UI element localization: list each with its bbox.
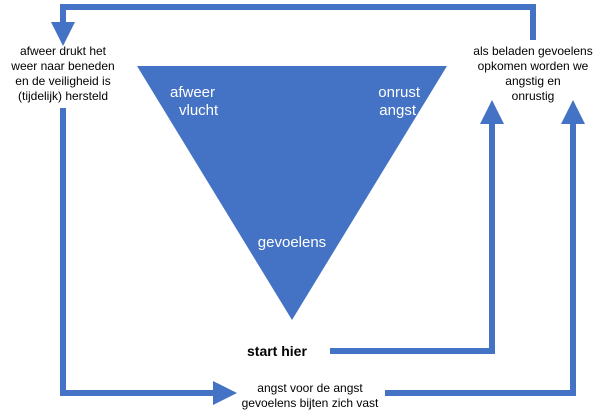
feelings-triangle	[137, 66, 447, 320]
note-right-line-3: angstig en	[505, 74, 561, 88]
note-bottom: angst voor de angst gevoelens bijten zic…	[230, 381, 390, 411]
arrow-left-to-bottom	[60, 108, 237, 405]
note-left-line-3: en de veiligheid is	[15, 74, 111, 88]
arrow-start-to-right	[330, 100, 504, 354]
note-left-line-1: afweer drukt het	[19, 44, 107, 58]
label-angst: angst	[379, 102, 416, 119]
note-left-line-2: weer naar beneden	[11, 59, 115, 73]
label-afweer: afweer	[170, 84, 216, 101]
start-label: start hier	[247, 343, 307, 359]
label-vlucht: vlucht	[179, 102, 219, 119]
note-bottom-line-2: gevoelens bijten zich vast	[241, 396, 379, 410]
triangle-label-anxiety: onrust angst	[360, 84, 420, 120]
note-right-line-1: als beladen gevoelens	[473, 44, 593, 58]
note-right-line-4: onrustig	[511, 89, 555, 103]
note-right: als beladen gevoelens opkomen worden we …	[466, 44, 600, 104]
triangle-label-feelings: gevoelens	[257, 234, 327, 251]
arrow-bottom-to-right	[385, 100, 585, 396]
note-bottom-line-1: angst voor de angst	[257, 381, 363, 395]
label-onrust: onrust	[378, 84, 420, 101]
note-left-line-4: (tijdelijk) hersteld	[17, 89, 109, 103]
triangle-label-defense: afweer vlucht	[170, 84, 240, 120]
note-right-line-2: opkomen worden we	[477, 59, 589, 73]
note-left: afweer drukt het weer naar beneden en de…	[0, 44, 126, 104]
arrow-top-loop	[51, 4, 536, 46]
